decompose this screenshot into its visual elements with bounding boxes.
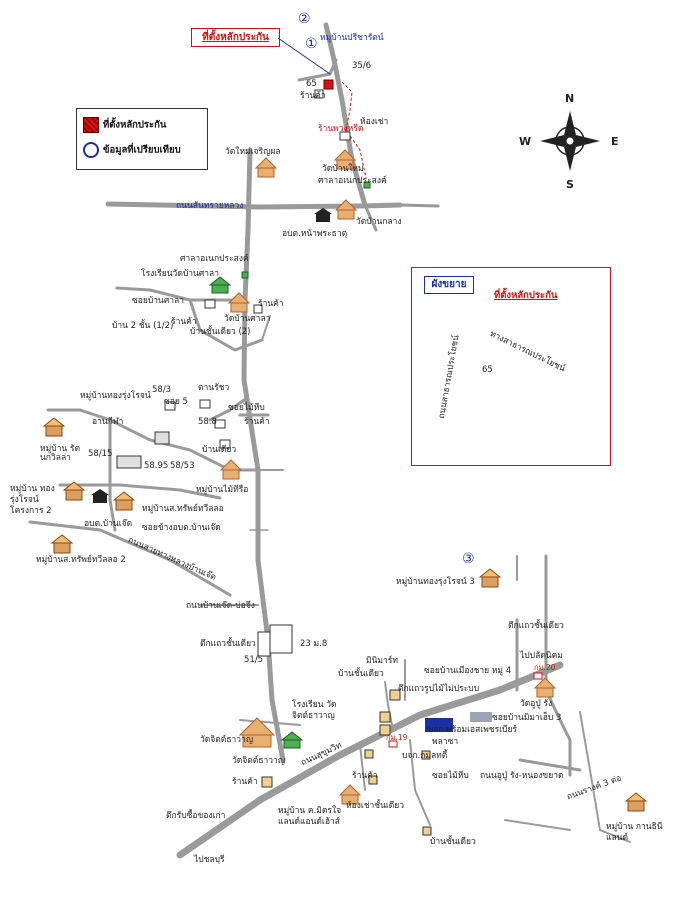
label-obt3: บจก.กมลทตี้ (402, 751, 448, 761)
marker-3: ③ (462, 551, 475, 567)
inset-location: ที่ตั้งหลักประกัน (494, 290, 558, 301)
label-v-maphrao: หมู่บ้านไม้ทีรือ (196, 485, 249, 495)
label-shop6: ร้านค้า (352, 771, 378, 781)
km-markers (388, 672, 543, 748)
collateral-path (341, 81, 367, 179)
compass-e: E (611, 135, 619, 148)
label-watklang: วัดบ้านกลาง (356, 217, 402, 227)
office-icons (91, 208, 332, 503)
label-v-rattana: หมู่บ้าน รัตนกวิลล่า (40, 444, 80, 463)
label-obt2: อบต.บ้านเจ๊ด (84, 519, 133, 529)
label-58-53: 58/53 (170, 461, 195, 471)
label-rd-main: ถนนสันทรายหลวง (176, 201, 244, 211)
label-house2: บ้าน 2 ชั้น (1/2) (112, 321, 174, 331)
collateral-marker (323, 79, 334, 90)
label-watnai: วัดใหม่เจริญผล (225, 147, 281, 157)
label-banyiew2: บ้านชั้นเดียว (338, 669, 384, 679)
label-wat-jit2: วัดจิตต์ธาวาญ (232, 756, 286, 766)
label-soi-mit: ซอยบ้านมิมาเฮ็บ 3 (492, 713, 562, 723)
label-v-thong: หมู่บ้านทองรุ่งโรจน์ (80, 391, 151, 401)
inset-map: ผังขยาย ที่ตั้งหลักประกัน (411, 267, 611, 466)
label-soi5: ซอย 5 (164, 397, 188, 407)
label-salaworks: ศาลาอเนกประสงค์ (180, 254, 249, 264)
village-icons (42, 417, 648, 812)
label-kanrae: ตานรัชว (198, 383, 230, 393)
label-v-thong2: หมู่บ้าน ทองรุ่งโรจน์ โครงการ 2 (10, 484, 55, 517)
label-phuang: ร้านพวงหรีด (318, 124, 364, 134)
label-school2: โรงเรียน วัดจิตต์ธาวาญ (292, 700, 337, 722)
label-58-95: 58.95 (144, 461, 169, 471)
label-58-3: 58/3 (152, 385, 172, 395)
label-watban: วัดบ้านใหม่ (322, 164, 364, 174)
label-shop4: ร้านค้า (244, 417, 270, 427)
label-v-kh: หมู่บ้าน ค.มิตรใจ แลนด์แอนด์เฮ้าส์ (278, 806, 342, 828)
label-65: 65 (306, 79, 317, 89)
pointer-line (277, 37, 331, 75)
label-banyiew: บ้านเดียว (202, 445, 237, 455)
label-oot: อานกีฬา (92, 417, 124, 427)
label-km2: กม.19 (386, 733, 408, 742)
label-23: 23 ม.8 (300, 639, 328, 649)
label-obt: อบต.หน้าพระธาตุ (282, 229, 348, 239)
marker-2: ② (298, 11, 311, 27)
label-plaza: พลาซา (432, 737, 459, 747)
label-v-sawat2: หมู่บ้านส.ทรัพย์ทวีลลอ 2 (36, 555, 126, 565)
label-rd-upu: ถนนอูปู่ รัง-หนองขยาด (480, 771, 564, 781)
school-icons (208, 181, 371, 749)
compass-n: N (565, 92, 575, 105)
label-v-sawat: หมู่บ้านส.ทรัพย์ทวีลลอ (142, 504, 224, 514)
label-tuk2: ตึกแถวชั้นเดียว (508, 621, 564, 631)
label-rented: ห้องเช่า (360, 117, 389, 127)
label-58-15: 58/15 (88, 449, 113, 459)
label-shop5: ร้านค้า (232, 777, 258, 787)
label-soi-fa: ซอยบ้านศาลา (132, 296, 184, 306)
temple-icons (219, 149, 557, 805)
label-shop3: ร้านค้า (171, 317, 197, 327)
label-wat-jit: วัดจิตต์ธาวาญ (200, 735, 254, 745)
compass-w: W (519, 135, 532, 148)
label-wat-u: วัดอูปู่ รัง (520, 699, 553, 709)
collateral-swatch-icon (83, 117, 99, 133)
label-banyiew3: บ้านชั้นเดียว (430, 837, 476, 847)
inset-plot: 65 (482, 365, 493, 375)
label-school: โรงเรียนวัดบ้านศาลา (141, 269, 219, 279)
factory-icon (425, 712, 492, 732)
label-sala: ศาลาอเนกประสงค์ (318, 176, 387, 186)
label-51-5: 51/5 (244, 655, 264, 665)
label-soi-banmueang: ซอยบ้านเมืองชาย หมู่ 4 (424, 666, 512, 676)
label-shop1: ร้านค้า (300, 91, 326, 101)
label-pwa: บจก.พร้อมเอสเพชรเบียร์ (428, 725, 517, 735)
label-house1: บ้านชั้นเดียว (2) (190, 327, 251, 337)
circle-swatch-icon (83, 142, 99, 158)
label-soimai2: ซอยไม้หีบ (432, 771, 469, 781)
compass-s: S (566, 178, 574, 191)
map-legend: ที่ตั้งหลักประกัน ข้อมูลที่เปรียบเทียบ (76, 108, 208, 170)
label-wat-sala: วัดบ้านศาลา (224, 314, 271, 324)
marker-1: ① (305, 36, 318, 52)
label-v-thong3: หมู่บ้านทองรุ่งโรจน์ 3 (396, 577, 475, 587)
map-title: ที่ตั้งหลักประกัน (191, 28, 280, 47)
label-mini: มินิมาร์ท (366, 656, 398, 666)
label-rd-mid: ถนนบ้านเจ๊ด-บ่อจีง (186, 601, 255, 611)
label-58-8: 58.8 (198, 417, 217, 427)
label-tuk: ตึกแถวชั้นเดียว (200, 639, 256, 649)
label-soi-obt: ซอยข้างอบต.บ้านเจ๊ด (142, 523, 221, 533)
legend-comparison: ข้อมูลที่เปรียบเทียบ (83, 142, 181, 158)
label-soimai: ซอยไม้หีบ (228, 403, 265, 413)
label-rented2: ห้องเช่าชั้นเดียว (346, 801, 405, 811)
legend-collateral: ที่ตั้งหลักประกัน (83, 117, 166, 133)
label-tuk4: ตึกรับซื้อของเก่า (166, 811, 226, 821)
inset-title: ผังขยาย (424, 276, 474, 294)
label-v-preecha: หมู่บ้านปรีชารัตน์ (320, 33, 384, 43)
label-km: กม.20 (534, 663, 556, 672)
building-blocks (116, 89, 432, 836)
label-tuk3: ตึกแถวรูปไม้ไม่ประบบ (398, 684, 480, 694)
label-to-chon: ไปชลบุรี (194, 855, 225, 865)
label-to-pla: ไปปลัดนิคม (520, 651, 563, 661)
compass-rose (540, 111, 600, 171)
label-shop2: ร้านค้า (258, 299, 284, 309)
label-v-kanithi: หมู่บ้าน กานธินี แลนด์ (606, 822, 663, 844)
label-35-6: 35/6 (352, 61, 372, 71)
